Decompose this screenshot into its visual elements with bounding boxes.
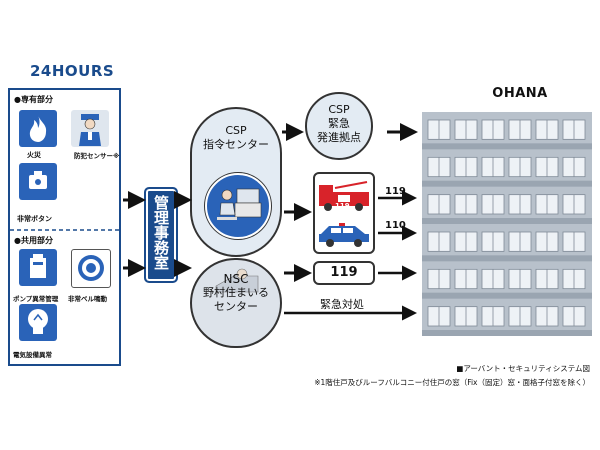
- csp-line2: 指令センター: [203, 138, 269, 151]
- nsc-label: NSC 野村住まいる センター: [192, 272, 280, 314]
- emergency-vehicles-box: [313, 172, 375, 254]
- fire-icon: [19, 110, 57, 147]
- emergency-base: [305, 92, 373, 160]
- fire-truck-number: 119: [335, 202, 350, 210]
- csp-line1: CSP: [225, 124, 247, 137]
- csp-label: CSP 指令センター: [192, 124, 280, 152]
- emergency-line1: CSP: [328, 103, 350, 116]
- nsc-line1: NSC: [223, 272, 249, 286]
- common-section-label: ●共用部分: [14, 236, 53, 245]
- hours-title: 24HOURS: [30, 62, 115, 80]
- floor-slab: [422, 292, 592, 299]
- operator-icon: [205, 173, 271, 239]
- management-office-box: 管理事務室: [144, 187, 178, 283]
- floor-slab: [422, 180, 592, 187]
- emergency-line3: 発進拠点: [317, 131, 361, 144]
- lightbulb-label: 電気設備異常: [13, 351, 52, 359]
- legend-line1: ■アーバント・セキュリティシステム図: [456, 364, 590, 373]
- floor-slab: [422, 330, 592, 336]
- alarm-button-label: 非常ボタン: [17, 215, 52, 223]
- emergency-response-label: 緊急対処: [320, 298, 364, 311]
- nsc-line2: 野村住まいる: [203, 286, 269, 299]
- legend-line2: ※1階住戸及びルーフバルコニー付住戸の窓（Fix（固定）窓・面格子付窓を除く）: [314, 378, 590, 387]
- guard-label: 防犯センサー※: [74, 152, 120, 160]
- pump-label: ポンプ異常管理: [13, 295, 59, 303]
- bell-label: 非常ベル鳴動: [68, 295, 107, 303]
- management-office-label: 管理事務室: [152, 194, 170, 270]
- fire-label: 火災: [27, 151, 41, 159]
- bell-icon: [71, 249, 111, 288]
- nsc-line3: センター: [214, 300, 258, 313]
- emergency-line2: 緊急: [328, 117, 350, 130]
- floor-slab: [422, 143, 592, 150]
- pump-icon: [19, 249, 57, 286]
- floor-slab: [422, 218, 592, 224]
- nsc-center: [190, 258, 282, 348]
- legend: ■アーバント・セキュリティシステム図 ※1階住戸及びルーフバルコニー付住戸の窓（…: [255, 362, 590, 390]
- nsc-119-box: 119: [313, 261, 375, 285]
- guard-icon: [71, 110, 109, 147]
- building-title: OHANA: [492, 86, 548, 101]
- police-call-number: 110: [385, 220, 406, 231]
- ohana-building: [422, 112, 592, 336]
- police-car-icon: [319, 223, 369, 247]
- floor-slab: [422, 255, 592, 262]
- private-section-label: ●専有部分: [14, 95, 53, 104]
- fire-call-number: 119: [385, 186, 406, 197]
- fire-truck-icon: [319, 181, 369, 211]
- emergency-base-label: CSP 緊急 発進拠点: [305, 103, 373, 145]
- nsc-operator-icon: [212, 262, 262, 300]
- alarm-button-icon: [19, 163, 57, 200]
- lightbulb-icon: [19, 304, 57, 341]
